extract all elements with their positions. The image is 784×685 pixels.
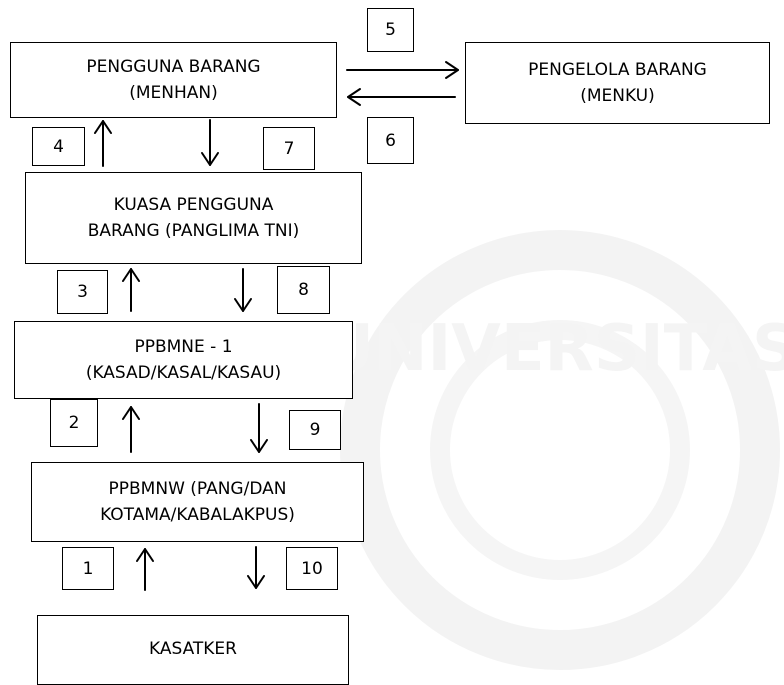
arrow-up-icon — [94, 120, 112, 167]
flow-arrows — [94, 61, 459, 591]
kuasa-pengguna-line2: BARANG (PANGLIMA TNI) — [87, 221, 300, 241]
pengelola-barang-box: PENGELOLA BARANG (MENKU) — [465, 42, 770, 124]
pengguna-barang-line2: (MENHAN) — [129, 83, 218, 103]
arrow-up-icon — [122, 406, 140, 453]
arrow-left-icon — [347, 88, 456, 106]
ppbmnw-line2: KOTAMA/KABALAKPUS) — [100, 505, 295, 525]
arrow-right-icon — [346, 61, 459, 79]
pengguna-barang-line1: PENGGUNA BARANG — [86, 57, 261, 77]
pengelola-barang-line1: PENGELOLA BARANG — [528, 60, 707, 80]
step-number-4: 4 — [32, 127, 85, 166]
step-number-6: 6 — [367, 117, 414, 164]
step-number-9: 9 — [289, 410, 341, 450]
step-number-7: 7 — [263, 127, 315, 170]
arrow-down-icon — [250, 403, 268, 453]
step-number-1: 1 — [62, 547, 114, 590]
kasatker-line1: KASATKER — [149, 639, 237, 659]
step-number-3: 3 — [57, 270, 108, 314]
pengelola-barang-line2: (MENKU) — [580, 86, 655, 106]
ppbmnw-line1: PPBMNW (PANG/DAN — [108, 479, 287, 499]
ppbmne-box: PPBMNE - 1 (KASAD/KASAL/KASAU) — [14, 321, 353, 399]
arrow-down-icon — [234, 268, 252, 312]
step-number-10: 10 — [286, 547, 338, 590]
kuasa-pengguna-line1: KUASA PENGGUNA — [113, 195, 274, 215]
ppbmnw-box: PPBMNW (PANG/DAN KOTAMA/KABALAKPUS) — [31, 462, 364, 542]
kuasa-pengguna-box: KUASA PENGGUNA BARANG (PANGLIMA TNI) — [25, 172, 362, 264]
arrow-down-icon — [247, 546, 265, 589]
step-number-2: 2 — [50, 399, 98, 447]
arrow-up-icon — [136, 548, 154, 591]
ppbmne-line2: (KASAD/KASAL/KASAU) — [85, 363, 282, 383]
pengguna-barang-box: PENGGUNA BARANG (MENHAN) — [10, 42, 337, 118]
step-number-5: 5 — [367, 8, 414, 52]
arrow-down-icon — [201, 119, 219, 166]
arrow-up-icon — [122, 268, 140, 312]
step-number-8: 8 — [277, 266, 330, 314]
ppbmne-line1: PPBMNE - 1 — [134, 337, 233, 357]
